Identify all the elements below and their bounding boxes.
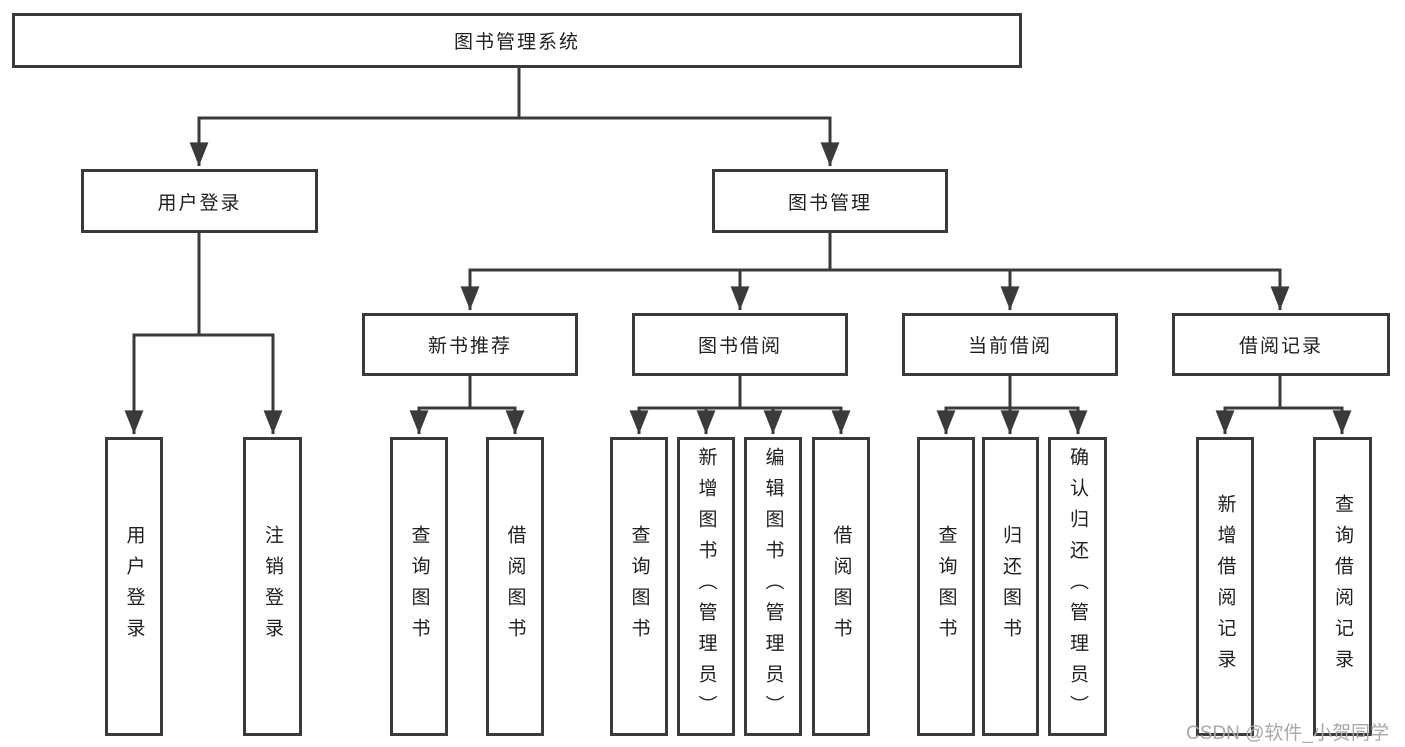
node-user-login: 用户登录 [81,169,318,233]
edge-book-borrow-to-leaves [629,376,851,434]
leaf-user-login: 用户登录 [105,437,163,736]
leaf-rec-borrow-books: 借阅图书 [486,437,544,736]
node-borrow-records: 借阅记录 [1172,313,1390,376]
node-label: 归还图书 [1000,524,1021,649]
node-label: 查询图书 [628,524,650,649]
node-new-book-recommend: 新书推荐 [362,313,578,376]
edge-borrow-records-to-leaves [1215,376,1352,434]
node-label: 注销登录 [262,524,283,649]
node-book-borrow: 图书借阅 [632,313,848,376]
node-label: 图书管理 [787,192,872,214]
leaf-logout: 注销登录 [243,437,302,736]
edge-root-to-level2 [189,68,840,166]
node-label: 新增图书（管理员） [695,447,717,726]
leaf-current-query-books: 查询图书 [917,437,975,736]
edge-new-book-rec-to-leaves [409,376,525,434]
edge-book-mgmt-to-level3 [460,233,1290,310]
edge-current-borrow-to-leaves [936,376,1088,434]
leaf-rec-query-books: 查询图书 [390,437,448,736]
node-label: 当前借阅 [967,336,1052,357]
leaf-add-books-admin: 新增图书（管理员） [677,437,735,736]
node-label: 查询图书 [935,524,957,649]
node-label: 用户登录 [157,192,242,214]
node-label: 查询图书 [408,524,430,649]
csdn-watermark: CSDN @软件_小贺同学 [1186,723,1389,744]
leaf-borrow-query-books: 查询图书 [610,437,668,736]
leaf-return-books: 归还图书 [982,437,1039,736]
node-label: 借阅图书 [830,524,852,649]
node-label: 编辑图书（管理员） [762,447,784,726]
leaf-borrow-books: 借阅图书 [812,437,870,736]
node-label: 用户登录 [123,524,145,649]
node-book-management: 图书管理 [712,169,948,233]
node-label: 图书借阅 [697,336,782,357]
node-label: 查询借阅记录 [1332,493,1353,680]
node-label: 确认归还（管理员） [1067,447,1088,726]
leaf-edit-books-admin: 编辑图书（管理员） [744,437,802,736]
leaf-confirm-return-admin: 确认归还（管理员） [1048,437,1107,736]
edge-user-login-to-leaves [124,233,283,434]
node-label: 新书推荐 [427,336,512,357]
node-label: 新增借阅记录 [1214,493,1236,680]
node-label: 图书管理系统 [453,32,580,53]
node-current-borrow: 当前借阅 [902,313,1118,376]
leaf-add-borrow-record: 新增借阅记录 [1196,437,1254,736]
node-label: 借阅记录 [1238,336,1323,357]
node-label: 借阅图书 [504,524,526,649]
leaf-query-borrow-record: 查询借阅记录 [1313,437,1372,736]
node-root-system: 图书管理系统 [12,13,1022,68]
